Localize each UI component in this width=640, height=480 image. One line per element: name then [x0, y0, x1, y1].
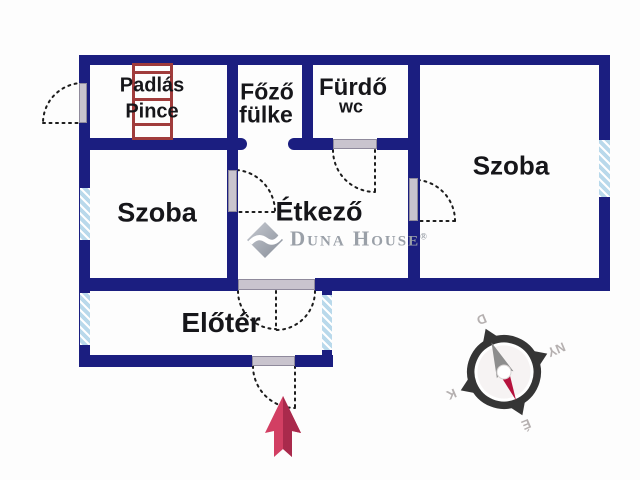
- duna-house-logo-icon: [247, 222, 284, 258]
- room-label-padlas: Padlás: [119, 74, 185, 97]
- room-label-furdo: Fürdő: [319, 74, 387, 101]
- window-eloter-right: [322, 295, 332, 350]
- window-szoba-right: [599, 140, 610, 197]
- room-label-pince: Pince: [125, 100, 179, 123]
- registered-mark: ®: [420, 231, 427, 242]
- door-leaf-padlas-exterior: [79, 83, 87, 123]
- wall-furdo-bottom: [377, 138, 420, 150]
- door-sill-furdo: [333, 139, 377, 149]
- door-sill-entrance: [252, 356, 295, 366]
- room-label-szoba-left: Szoba: [117, 197, 197, 228]
- door-arc-padlas-exterior: [42, 82, 84, 124]
- room-label-fozo: Főző: [240, 78, 294, 105]
- window-szoba-left: [80, 188, 90, 240]
- wall-divider-etkezo-szoba: [408, 55, 420, 291]
- door-arc-szoba-right: [417, 179, 457, 222]
- duna-house-logo-text: Duna House®: [290, 226, 427, 251]
- compass-rose: É K D NY: [423, 291, 586, 454]
- door-arc-furdo: [332, 149, 376, 193]
- door-sill-eloter-double: [238, 279, 315, 290]
- door-arc-szoba-etkezo: [236, 169, 277, 213]
- wall-bottom-szoba-left: [79, 278, 238, 291]
- room-label-eloter: Előtér: [181, 307, 261, 338]
- wall-top: [79, 55, 610, 65]
- room-label-etkezo: Étkező: [275, 196, 363, 227]
- door-arc-entrance: [252, 365, 296, 409]
- door-leaf-szoba-etkezo: [228, 170, 237, 212]
- room-label-wc: wc: [338, 96, 364, 117]
- wall-divider-fozo-furdo: [302, 55, 313, 150]
- wall-mid-stub: [288, 138, 333, 150]
- wall-eloter-bottom-right: [295, 355, 333, 367]
- entrance-arrow: [265, 396, 301, 457]
- wall-bottom-main: [315, 278, 610, 291]
- window-eloter-left: [80, 293, 90, 345]
- room-label-szoba-right: Szoba: [472, 150, 550, 181]
- door-leaf-szoba-right: [409, 178, 418, 221]
- room-label-fulke: fülke: [239, 101, 293, 128]
- compass-graphic: [460, 328, 548, 416]
- door-arc-eloter-right: [275, 290, 316, 331]
- door-arc-eloter-left: [237, 290, 277, 330]
- wall-eloter-bottom-left: [79, 355, 252, 367]
- wall-mid-left: [79, 138, 247, 150]
